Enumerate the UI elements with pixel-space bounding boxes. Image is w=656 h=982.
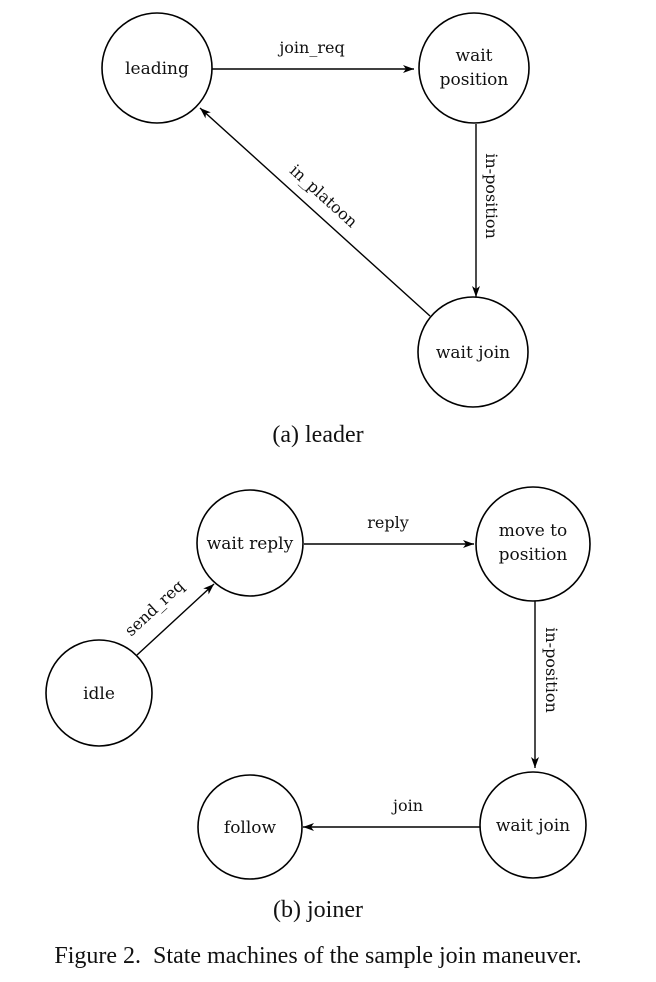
state-move-to-position [475,486,591,602]
state-label-move-to-position-line2: position [499,545,568,565]
edge-label-in-position-joiner: in-position [542,627,561,713]
state-label-wait-join-leader: wait join [436,343,510,363]
caption-joiner: (b) joiner [273,897,363,923]
caption-leader: (a) leader [272,422,363,448]
state-label-leading: leading [125,59,189,79]
state-label-wait-reply: wait reply [207,534,294,554]
edge-label-reply: reply [367,513,409,532]
state-label-wait-position-line1: wait [456,46,493,66]
state-wait-position [418,12,530,124]
state-wait-reply [196,489,304,597]
state-label-wait-join-joiner: wait join [496,816,570,836]
edge-label-join: join [391,796,423,815]
edge-label-join-req: join_req [277,38,344,57]
figure-caption: Figure 2. State machines of the sample j… [54,943,581,969]
state-label-wait-position-line2: position [440,70,509,90]
joiner-diagram: send_req reply in-position join wait rep… [45,486,591,923]
edge-in-platoon [199,107,431,317]
state-idle [45,639,153,747]
leader-diagram: join_req in-position in_platoon leading … [101,12,530,448]
state-follow [197,774,303,880]
edge-send-req [136,583,215,656]
state-label-follow: follow [224,818,277,838]
state-label-idle: idle [83,684,115,704]
edge-label-in-position-leader: in-position [482,153,501,239]
state-wait-join-joiner [479,771,587,879]
state-leading [101,12,213,124]
edge-label-send-req: send_req [121,576,188,640]
state-label-move-to-position-line1: move to [499,521,568,541]
state-wait-join-leader [417,296,529,408]
